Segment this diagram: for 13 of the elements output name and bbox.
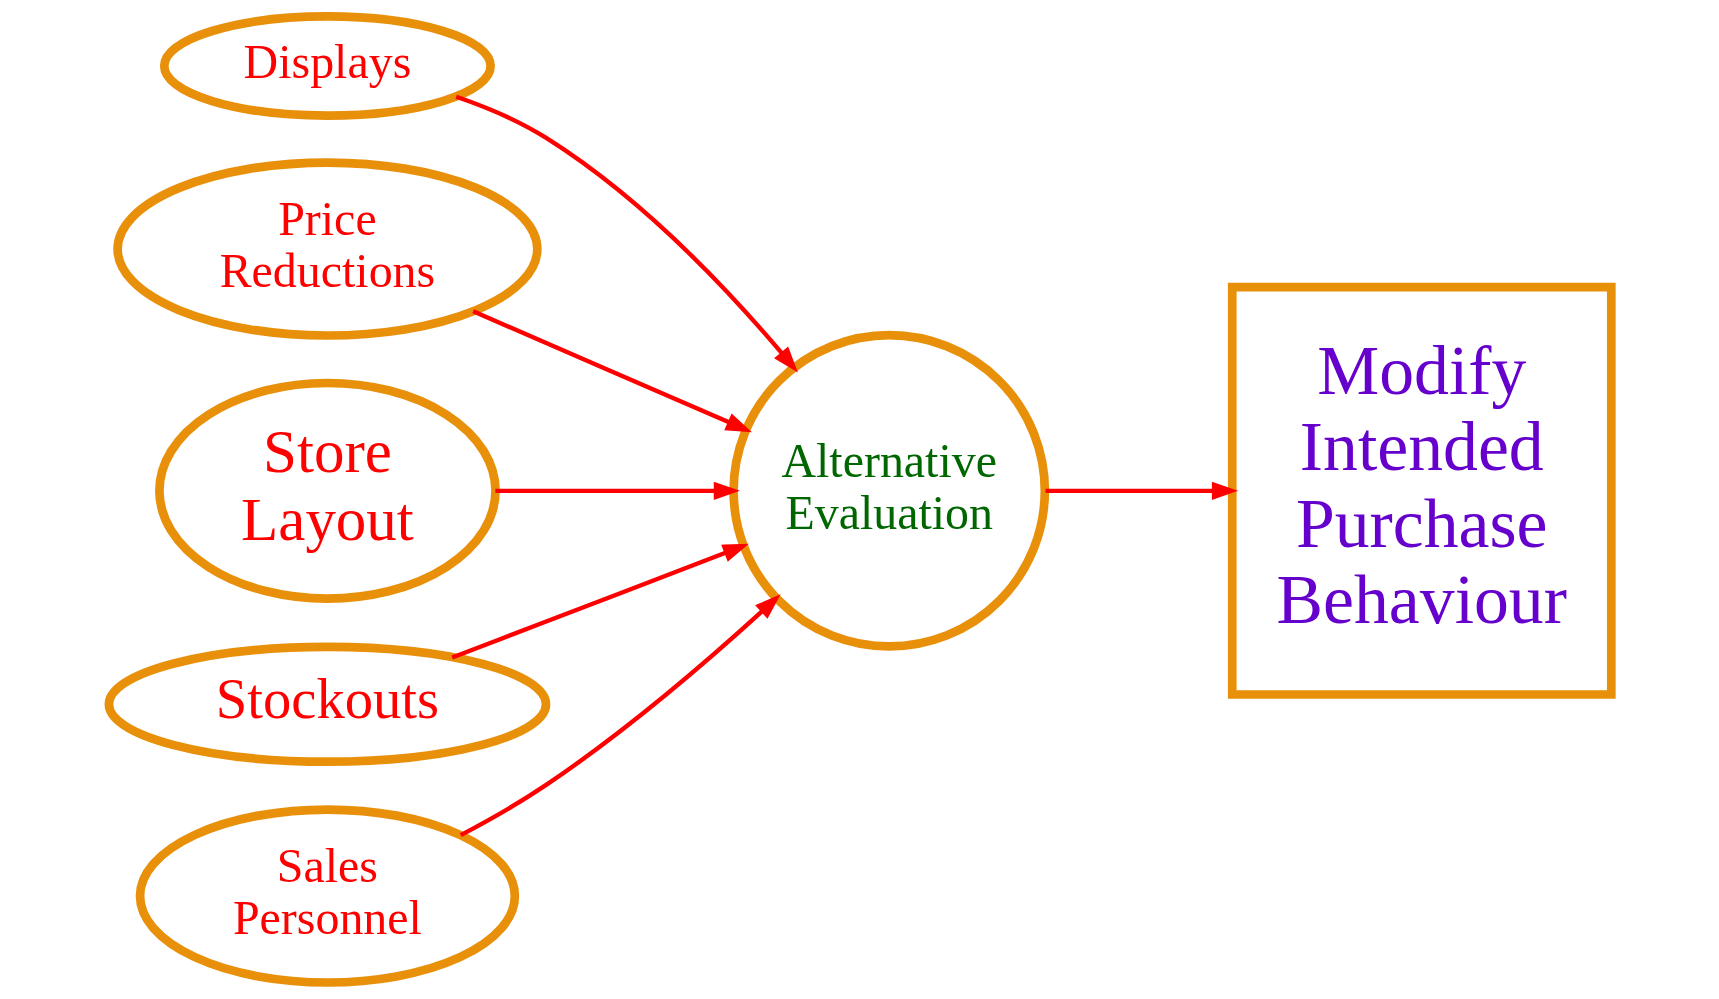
arrow	[494, 481, 740, 500]
node-ellipse: Price Reductions	[112, 158, 542, 340]
node-box: Modify Intended Purchase Behaviour	[1227, 282, 1616, 699]
node-ellipse: Displays	[159, 12, 495, 120]
arrow	[450, 543, 749, 660]
arrow	[455, 94, 798, 373]
arrow	[459, 594, 781, 837]
node-ellipse: Stockouts	[104, 642, 550, 766]
arrow	[471, 309, 752, 433]
node-ellipse: Sales Personnel	[135, 805, 519, 987]
node-ellipse: Store Layout	[154, 378, 500, 603]
node-circle: Alternative Evaluation	[728, 330, 1049, 651]
arrow	[1045, 481, 1238, 500]
